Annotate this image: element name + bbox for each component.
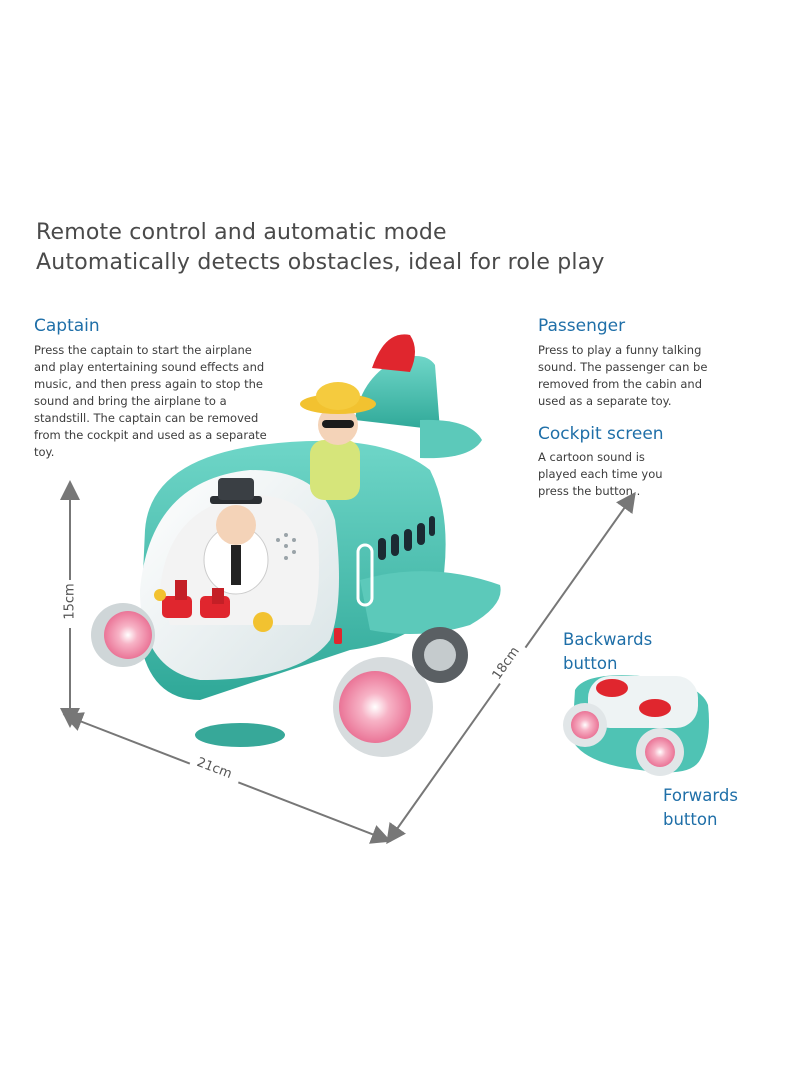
headline-line-1: Remote control and automatic mode bbox=[36, 220, 447, 245]
cabin-windows bbox=[378, 516, 435, 560]
cockpit-screen-title: Cockpit screen bbox=[538, 424, 664, 444]
remote-control bbox=[563, 675, 709, 776]
captain-title: Captain bbox=[34, 316, 100, 336]
height-dimension-arrow bbox=[58, 480, 82, 728]
front-right-light-icon bbox=[339, 671, 411, 743]
headline-line-2: Automatically detects obstacles, ideal f… bbox=[36, 250, 605, 275]
tail-light-icon bbox=[372, 334, 415, 372]
cockpit-screen-description: A cartoon sound is played each time you … bbox=[538, 450, 663, 498]
passenger-title: Passenger bbox=[538, 316, 626, 336]
airplane-toy bbox=[91, 334, 501, 757]
forwards-button-label: Forwards button bbox=[663, 786, 738, 829]
captain-description: Press the captain to start the airplane … bbox=[34, 343, 267, 459]
backwards-button[interactable] bbox=[596, 679, 628, 697]
depth-dimension-arrow bbox=[386, 491, 636, 845]
cockpit-controls bbox=[154, 580, 273, 632]
passenger-figure[interactable] bbox=[300, 382, 376, 500]
passenger-description: Press to play a funny talking sound. The… bbox=[538, 343, 708, 408]
width-dimension-arrow bbox=[62, 712, 392, 844]
forwards-button[interactable] bbox=[639, 699, 671, 717]
height-dimension-label: 15cm bbox=[62, 583, 78, 620]
front-left-light-icon bbox=[104, 611, 152, 659]
captain-figure[interactable] bbox=[203, 478, 269, 595]
cockpit-screen-button[interactable] bbox=[253, 612, 273, 632]
